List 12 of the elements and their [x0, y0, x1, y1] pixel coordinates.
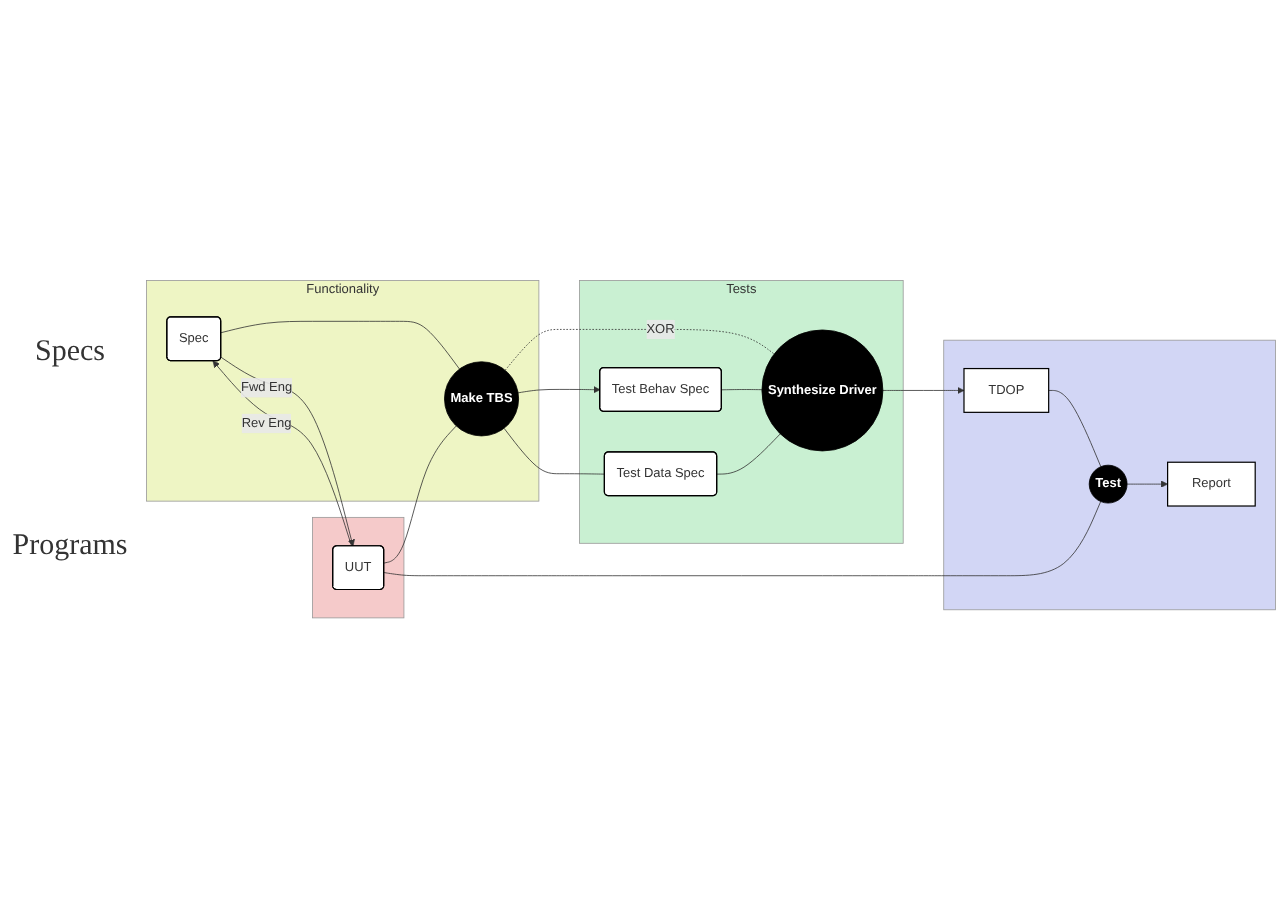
connector: [503, 427, 606, 475]
row-label: Specs: [35, 335, 105, 369]
cluster: [943, 339, 1276, 610]
connector: [721, 388, 763, 391]
connector: [220, 320, 460, 370]
row-label: Programs: [12, 529, 128, 563]
cluster: [312, 516, 405, 619]
connector: [383, 425, 457, 564]
connector: [383, 500, 1102, 576]
connector: [504, 328, 775, 371]
connector: [716, 433, 781, 475]
connector: [1048, 389, 1102, 467]
